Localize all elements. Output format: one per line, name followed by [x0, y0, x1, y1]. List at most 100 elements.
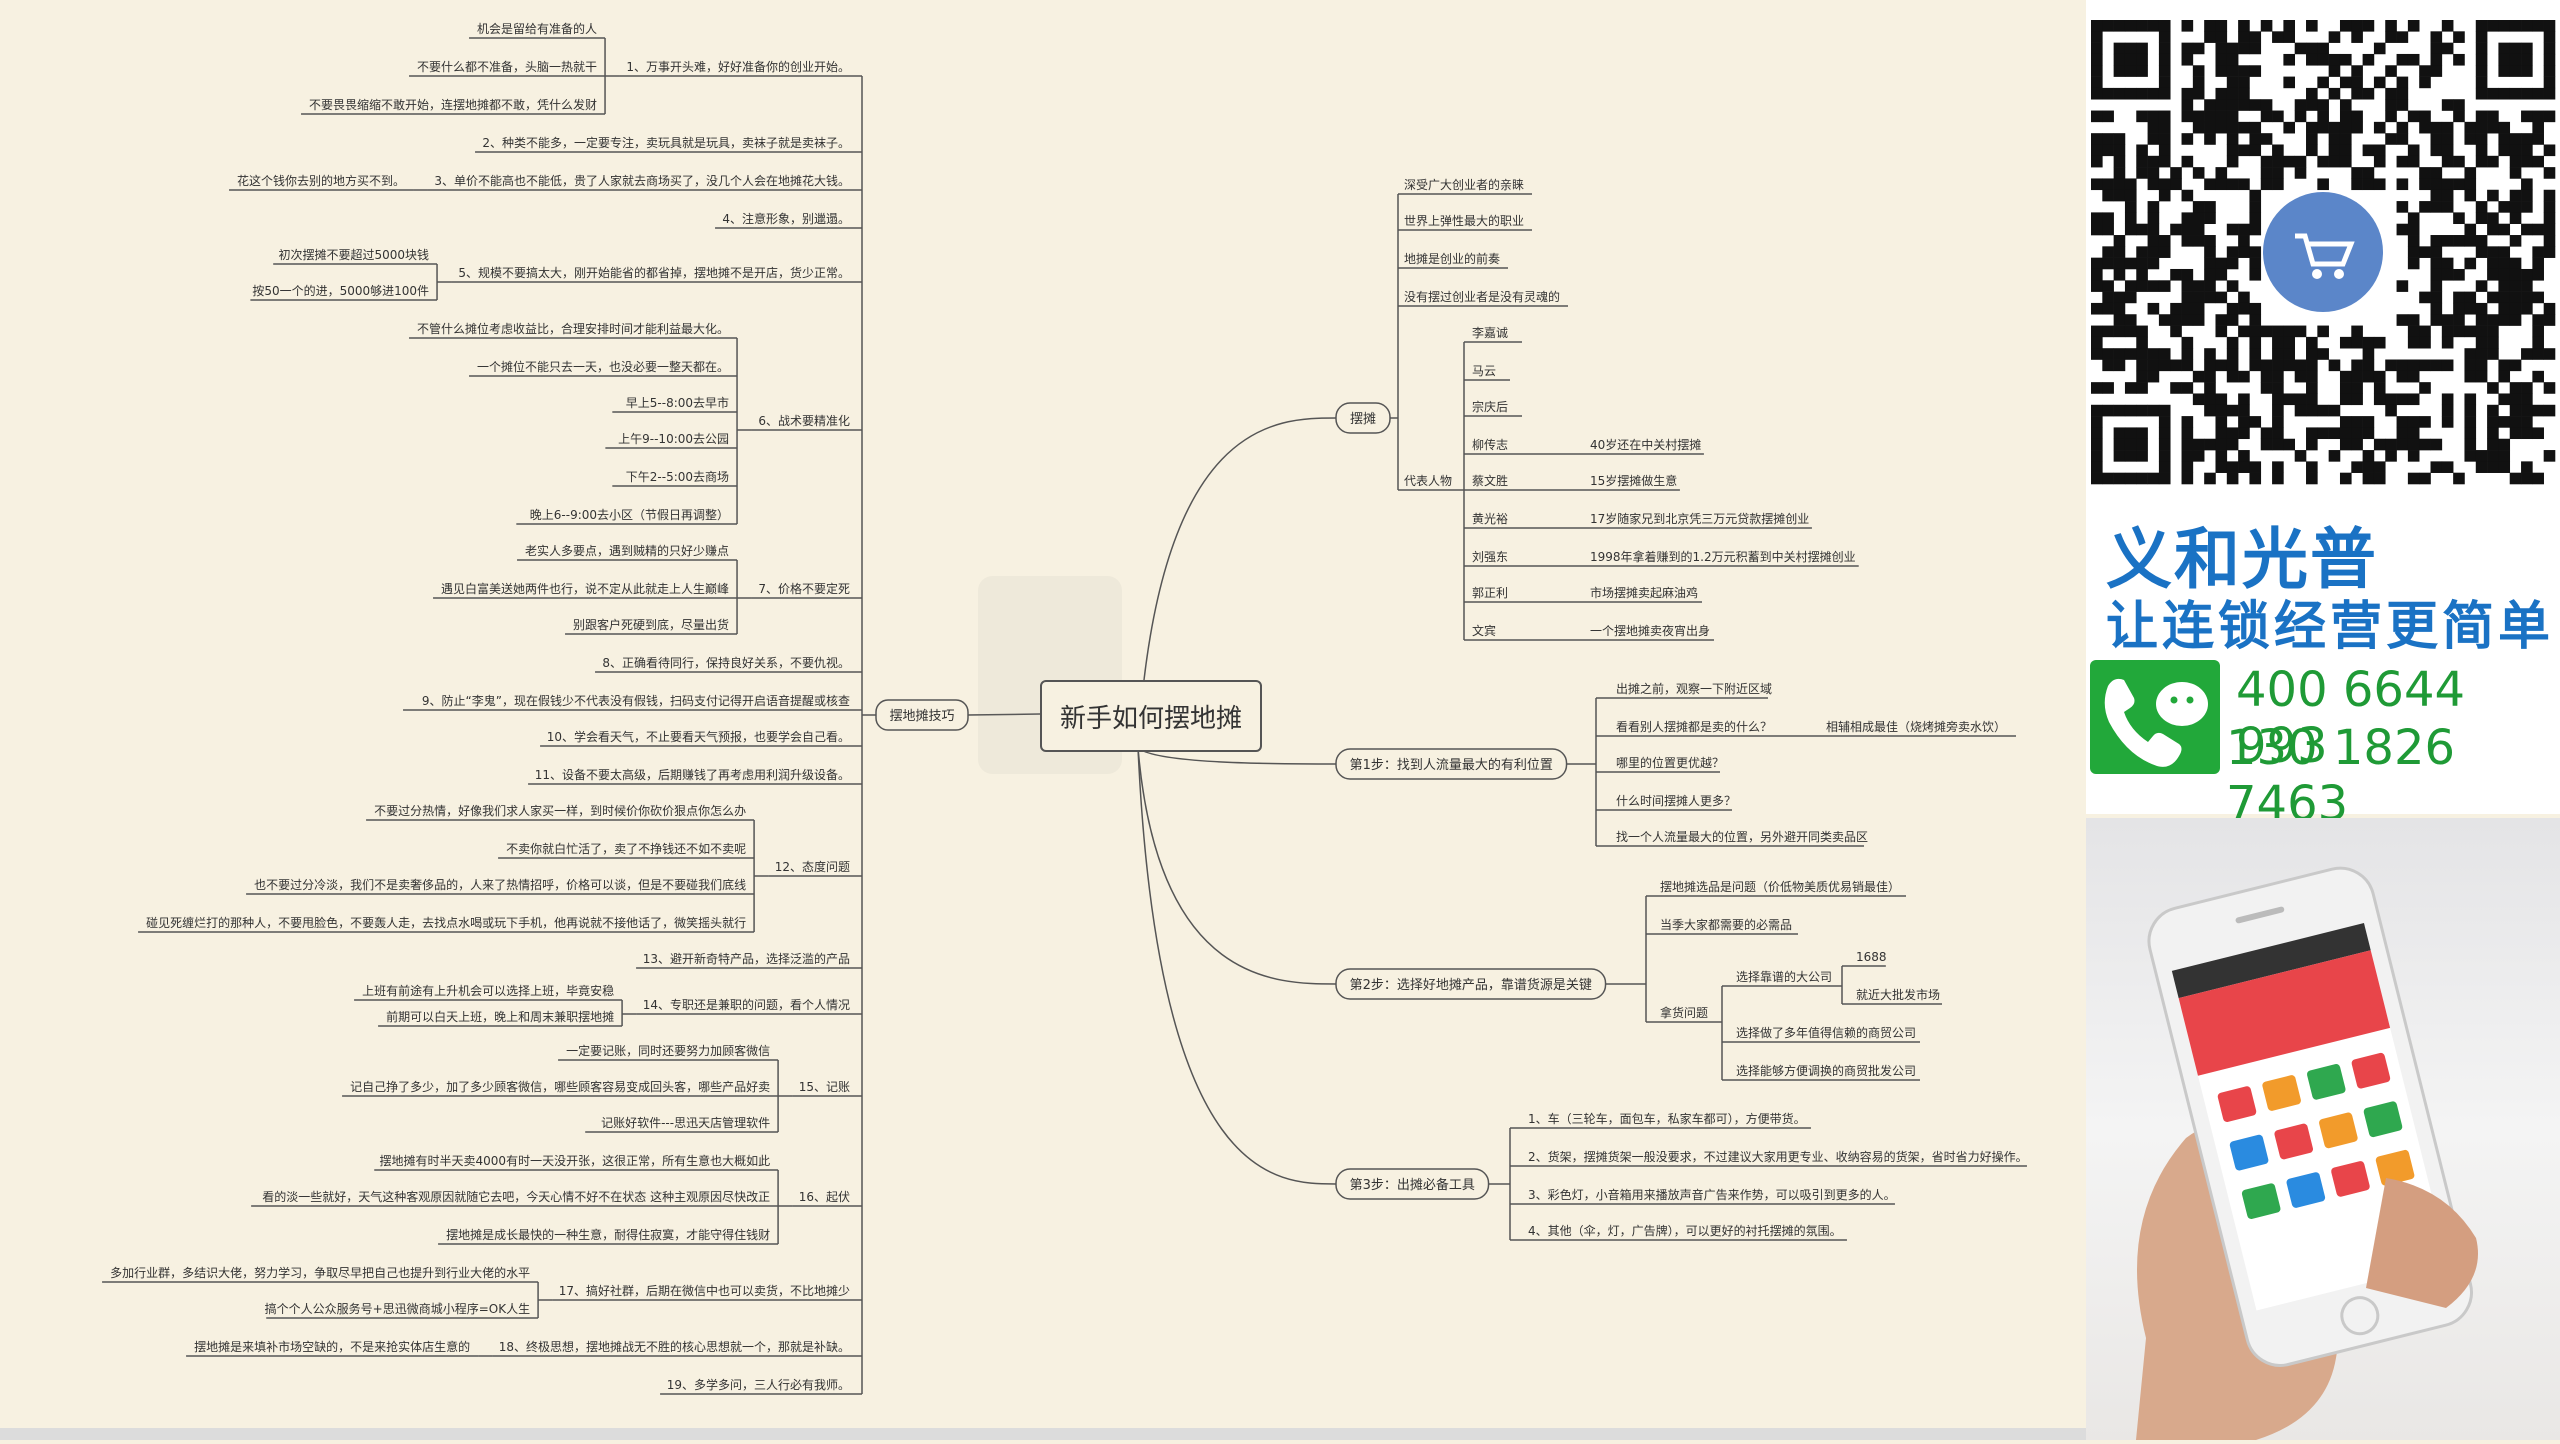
- left-item-5-child-2[interactable]: 按50一个的进，5000够进100件: [252, 283, 429, 298]
- left-item-3[interactable]: 3、单价不能高也不能低，贵了人家就去商场买了，没几个人会在地摊花大钱。: [434, 173, 850, 188]
- phone-number-1[interactable]: 400 6644 993: [2236, 662, 2466, 774]
- left-item-12-child-4[interactable]: 碰见死缠烂打的那种人，不要甩脸色，不要轰人走，去找点水喝或玩下手机，他再说就不接…: [146, 915, 746, 930]
- left-item-5[interactable]: 5、规模不要搞太大，刚开始能省的都省掉，摆地摊不是开店，货少正常。: [458, 265, 850, 280]
- left-item-6-child-3[interactable]: 早上5--8:00去早市: [626, 395, 729, 410]
- left-item-6-child-2[interactable]: 一个摊位不能只去一天，也没必要一整天都在。: [477, 359, 729, 374]
- b4-item-3[interactable]: 3、彩色灯，小音箱用来播放声音广告来作势，可以吸引到更多的人。: [1528, 1187, 1896, 1202]
- right-branch-3-label[interactable]: 第2步：选择好地摊产品，靠谱货源是关键: [1350, 977, 1592, 993]
- left-item-11[interactable]: 11、设备不要太高级，后期赚钱了再考虑用利润升级设备。: [535, 767, 850, 782]
- left-branch-node[interactable]: [875, 699, 969, 731]
- left-item-12[interactable]: 12、态度问题: [775, 859, 850, 874]
- left-item-1-child-1[interactable]: 机会是留给有准备的人: [477, 21, 597, 36]
- left-item-12-child-1[interactable]: 不要过分热情，好像我们求人家买一样，到时候价你砍价狠点你怎么办: [374, 803, 746, 818]
- b1-person-7[interactable]: 刘强东: [1472, 550, 1508, 564]
- left-item-7-child-2[interactable]: 遇见白富美送她两件也行，说不定从此就走上人生巅峰: [441, 581, 729, 596]
- b1-item-4[interactable]: 没有摆过创业者是没有灵魂的: [1404, 289, 1560, 304]
- right-branch-4-label[interactable]: 第3步：出摊必备工具: [1350, 1177, 1475, 1193]
- left-item-15-child-2[interactable]: 记自己挣了多少，加了多少顾客微信，哪些顾客容易变成回头客，哪些产品好卖: [350, 1079, 770, 1094]
- left-item-6-child-5[interactable]: 下午2--5:00去商场: [626, 469, 729, 484]
- left-item-5-child-1[interactable]: 初次摆摊不要超过5000块钱: [278, 247, 429, 262]
- b4-item-1[interactable]: 1、车（三轮车，面包车，私家车都可），方便带货。: [1528, 1111, 1806, 1126]
- left-item-15[interactable]: 15、记账: [799, 1080, 850, 1094]
- left-item-16-child-2[interactable]: 看的淡一些就好，天气这种客观原因就随它去吧，今天心情不好不在状态 这种主观原因尽…: [262, 1189, 770, 1204]
- left-item-2[interactable]: 2、种类不能多，一定要专注，卖玩具就是玩具，卖袜子就是卖袜子。: [482, 135, 850, 150]
- b1-person-3[interactable]: 宗庆后: [1472, 399, 1508, 414]
- left-item-18-child-1[interactable]: 摆地摊是来填补市场空缺的，不是来抢实体店生意的: [194, 1339, 470, 1354]
- left-item-1-child-3[interactable]: 不要畏畏缩缩不敢开始，连摆地摊都不敢，凭什么发财: [309, 97, 597, 112]
- left-item-15-child-3[interactable]: 记账好软件---思迅天店管理软件: [601, 1115, 770, 1130]
- left-item-17-child-1[interactable]: 多加行业群，多结识大佬，努力学习，争取尽早把自己也提升到行业大佬的水平: [110, 1265, 530, 1280]
- b3-item-2[interactable]: 当季大家都需要的必需品: [1660, 917, 1792, 932]
- left-item-14-child-1[interactable]: 上班有前途有上升机会可以选择上班，毕竟安稳: [362, 983, 614, 998]
- b2-item-2[interactable]: 看看别人摆摊都是卖的什么？: [1616, 719, 1772, 734]
- b1-item-3[interactable]: 地摊是创业的前奏: [1404, 251, 1500, 266]
- left-item-17[interactable]: 17、搞好社群，后期在微信中也可以卖货，不比地摊少: [559, 1283, 850, 1298]
- left-item-13[interactable]: 13、避开新奇特产品，选择泛滥的产品: [643, 951, 850, 966]
- b4-item-4[interactable]: 4、其他（伞，灯，广告牌），可以更好的衬托摆摊的氛围。: [1528, 1223, 1842, 1238]
- b1-item-2[interactable]: 世界上弹性最大的职业: [1404, 213, 1524, 228]
- b1-item-1[interactable]: 深受广大创业者的亲睐: [1404, 177, 1524, 192]
- b1-person-1[interactable]: 李嘉诚: [1472, 325, 1508, 340]
- left-item-3-child-1[interactable]: 花这个钱你去别的地方买不到。: [237, 173, 405, 188]
- b2-item-1[interactable]: 出摊之前，观察一下附近区域: [1616, 681, 1772, 696]
- left-item-12-child-2[interactable]: 不卖你就白忙活了，卖了不挣钱还不如不卖呢: [506, 841, 746, 856]
- right-branch-1-node[interactable]: [1335, 402, 1391, 434]
- b3-supplier-1[interactable]: 选择靠谱的大公司: [1736, 969, 1832, 984]
- b1-person-5[interactable]: 蔡文胜: [1472, 473, 1508, 488]
- left-item-7-child-1[interactable]: 老实人多要点，遇到贼精的只好少赚点: [525, 543, 729, 558]
- right-branch-3-node[interactable]: [1335, 968, 1607, 1000]
- b1-person-4[interactable]: 柳传志: [1472, 437, 1508, 452]
- left-item-16[interactable]: 16、起伏: [799, 1190, 850, 1204]
- b1-person-5-note[interactable]: 15岁摆摊做生意: [1590, 473, 1677, 488]
- left-item-17-child-2[interactable]: 搞个个人公众服务号+思迅微商城小程序=OK人生: [265, 1301, 530, 1316]
- b2-item-2-child[interactable]: 相辅相成最佳（烧烤摊旁卖水饮）: [1826, 719, 2006, 734]
- right-branch-2-node[interactable]: [1335, 748, 1568, 780]
- b1-person-7-note[interactable]: 1998年拿着赚到的1.2万元积蓄到中关村摆摊创业: [1590, 549, 1856, 564]
- left-item-6-child-6[interactable]: 晚上6--9:00去小区（节假日再调整）: [530, 507, 729, 522]
- left-item-8[interactable]: 8、正确看待同行，保持良好关系，不要仇视。: [602, 655, 850, 670]
- b1-person-4-note[interactable]: 40岁还在中关村摆摊: [1590, 437, 1701, 452]
- b1-person-9-note[interactable]: 一个摆地摊卖夜宵出身: [1590, 623, 1710, 638]
- left-item-18[interactable]: 18、终极思想，摆地摊战无不胜的核心思想就一个，那就是补缺。: [499, 1339, 850, 1354]
- right-branch-4-node[interactable]: [1335, 1168, 1490, 1200]
- b1-person-6-note[interactable]: 17岁随家兄到北京凭三万元贷款摆摊创业: [1590, 511, 1809, 526]
- left-item-16-child-1[interactable]: 摆地摊有时半天卖4000有时一天没开张，这很正常，所有生意也大概如此: [380, 1153, 771, 1168]
- left-item-6-child-4[interactable]: 上午9--10:00去公园: [618, 432, 729, 446]
- right-branch-1-label[interactable]: 摆摊: [1350, 412, 1376, 427]
- root-node[interactable]: 新手如何摆地摊: [1040, 680, 1262, 752]
- left-item-7[interactable]: 7、价格不要定死: [758, 581, 850, 596]
- left-item-12-child-3[interactable]: 也不要过分冷淡，我们不是卖奢侈品的，人来了热情招呼，价格可以谈，但是不要碰我们底…: [254, 877, 746, 892]
- left-item-7-child-3[interactable]: 别跟客户死硬到底，尽量出货: [573, 617, 729, 632]
- b2-item-4[interactable]: 什么时间摆摊人更多？: [1616, 794, 1736, 808]
- b3-item-1[interactable]: 摆地摊选品是问题（价低物美质优易销最佳）: [1660, 880, 1900, 894]
- b1-person-9[interactable]: 文宾: [1472, 623, 1496, 638]
- left-item-19[interactable]: 19、多学多问，三人行必有我师。: [667, 1377, 850, 1392]
- phone-number-2[interactable]: 130 1826 7463: [2226, 720, 2456, 832]
- left-item-4[interactable]: 4、注意形象，别邋遢。: [722, 211, 850, 226]
- b1-person-8[interactable]: 郭正利: [1472, 586, 1508, 600]
- left-item-6-child-1[interactable]: 不管什么摊位考虑收益比，合理安排时间才能利益最大化。: [417, 321, 729, 336]
- b2-item-5[interactable]: 找一个人流量最大的位置，另外避开同类卖品区: [1616, 829, 1868, 844]
- left-item-16-child-3[interactable]: 摆地摊是成长最快的一种生意，耐得住寂寞，才能守得住钱财: [446, 1227, 770, 1242]
- b1-person-2[interactable]: 马云: [1472, 364, 1496, 378]
- left-item-14[interactable]: 14、专职还是兼职的问题，看个人情况: [643, 997, 850, 1012]
- right-branch-2-label[interactable]: 第1步：找到人流量最大的有利位置: [1350, 757, 1553, 773]
- b3-supplier-2[interactable]: 选择做了多年值得信赖的商贸公司: [1736, 1025, 1916, 1040]
- left-branch-label[interactable]: 摆地摊技巧: [889, 709, 954, 724]
- left-item-1-child-2[interactable]: 不要什么都不准备，头脑一热就干: [417, 60, 597, 74]
- b1-person-8-note[interactable]: 市场摆摊卖起麻油鸡: [1590, 585, 1698, 600]
- b3-supplier-1-sub-1[interactable]: 1688: [1856, 950, 1887, 964]
- left-item-10[interactable]: 10、学会看天气，不止要看天气预报，也要学会自己看。: [547, 729, 850, 744]
- b3-supplier-3[interactable]: 选择能够方便调换的商贸批发公司: [1736, 1063, 1916, 1078]
- left-item-6[interactable]: 6、战术要精准化: [758, 414, 850, 428]
- b4-item-2[interactable]: 2、货架，摆摊货架一般没要求，不过建议大家用更专业、收纳容易的货架，省时省力好操…: [1528, 1149, 2028, 1164]
- b1-item-5[interactable]: 代表人物: [1404, 474, 1452, 488]
- left-item-1[interactable]: 1、万事开头难，好好准备你的创业开始。: [626, 59, 850, 74]
- b1-person-6[interactable]: 黄光裕: [1472, 511, 1508, 526]
- left-item-14-child-2[interactable]: 前期可以白天上班，晚上和周末兼职摆地摊: [386, 1009, 614, 1024]
- b3-supplier-1-sub-2[interactable]: 就近大批发市场: [1856, 987, 1940, 1002]
- b2-item-3[interactable]: 哪里的位置更优越？: [1616, 755, 1724, 770]
- left-item-15-child-1[interactable]: 一定要记账，同时还要努力加顾客微信: [566, 1043, 770, 1058]
- left-item-9[interactable]: 9、防止“李鬼”，现在假钱少不代表没有假钱，扫码支付记得开启语音提醒或核查: [422, 693, 850, 708]
- b3-item-3[interactable]: 拿货问题: [1660, 1005, 1708, 1020]
